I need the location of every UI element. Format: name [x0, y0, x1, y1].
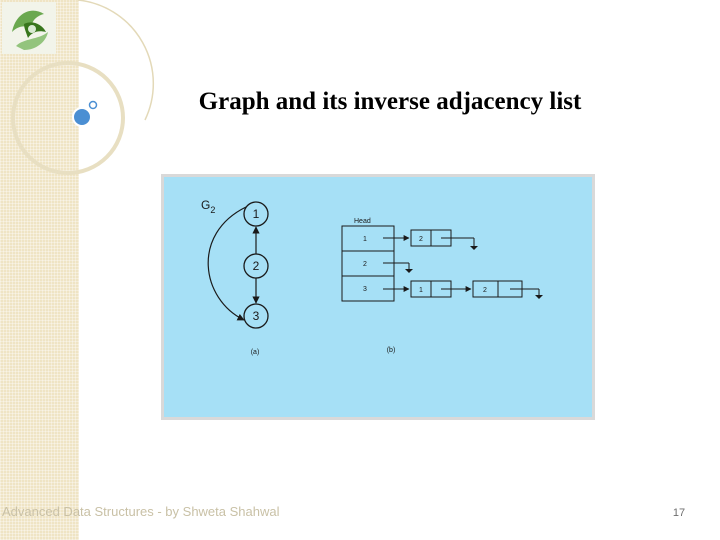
- row1-node-value: 2: [419, 236, 423, 243]
- blue-dot: [72, 107, 92, 127]
- edge-1-to-3: [207, 206, 247, 321]
- null-ground-icon: [535, 295, 543, 299]
- decorative-side-band: [0, 0, 79, 540]
- row3-node2-value: 2: [483, 287, 487, 294]
- slide-footer: Advanced Data Structures - by Shweta Sha…: [2, 504, 280, 519]
- graph-node-3: 3: [253, 309, 260, 323]
- slide-title: Graph and its inverse adjacency list: [198, 88, 582, 115]
- caption-a: (a): [251, 349, 260, 356]
- small-dot: [88, 100, 98, 110]
- graph-node-circle: [243, 201, 269, 227]
- null-ground-icon: [405, 269, 413, 273]
- page-number: 17: [672, 507, 686, 519]
- swirl-logo: [2, 2, 56, 54]
- head-cell-1: 1: [363, 236, 367, 243]
- figure-background: [164, 177, 592, 417]
- graph-node-2: 2: [253, 259, 260, 273]
- graph-node-1: 1: [253, 207, 260, 221]
- head-cell-3: 3: [363, 286, 367, 293]
- decorative-arcs: [11, 0, 155, 175]
- row3-node1-value: 1: [419, 287, 423, 294]
- graph-figure: G2 1 2 3 (a) Head 1 2 3 2 1 2 (b): [161, 174, 595, 420]
- graph-label: G2: [201, 198, 215, 215]
- null-ground-icon: [470, 246, 478, 250]
- caption-b: (b): [387, 347, 396, 354]
- head-label: Head: [354, 218, 371, 225]
- head-cell-2: 2: [363, 261, 367, 268]
